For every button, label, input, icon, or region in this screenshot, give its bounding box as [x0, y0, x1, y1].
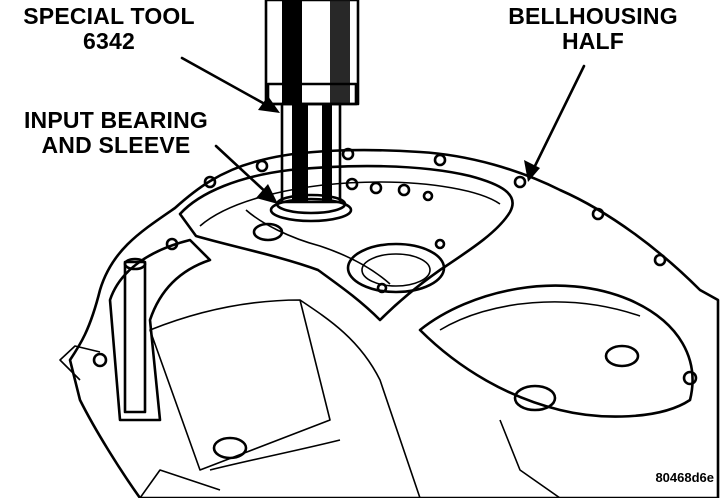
arrow-bellhousing	[524, 64, 586, 182]
callout-bellhousing-line2: HALF	[561, 28, 625, 54]
figure-id: 80468d6e	[655, 470, 714, 485]
arrow-input-bearing	[214, 144, 278, 204]
callout-bellhousing-line1: BELLHOUSING	[508, 3, 678, 29]
arrow-special-tool	[180, 56, 280, 113]
callout-input-bearing-line1: INPUT BEARING	[23, 107, 209, 133]
callout-special-tool-line1: SPECIAL TOOL	[23, 3, 195, 29]
callout-bellhousing: BELLHOUSING HALF	[488, 4, 698, 54]
housing-body	[59, 147, 720, 500]
callout-input-bearing-line2: AND SLEEVE	[41, 132, 191, 158]
special-tool-shaft	[264, 0, 360, 223]
callout-special-tool-line2: 6342	[83, 28, 135, 54]
callout-special-tool: SPECIAL TOOL 6342	[0, 4, 218, 54]
callout-input-bearing: INPUT BEARING AND SLEEVE	[2, 108, 230, 158]
